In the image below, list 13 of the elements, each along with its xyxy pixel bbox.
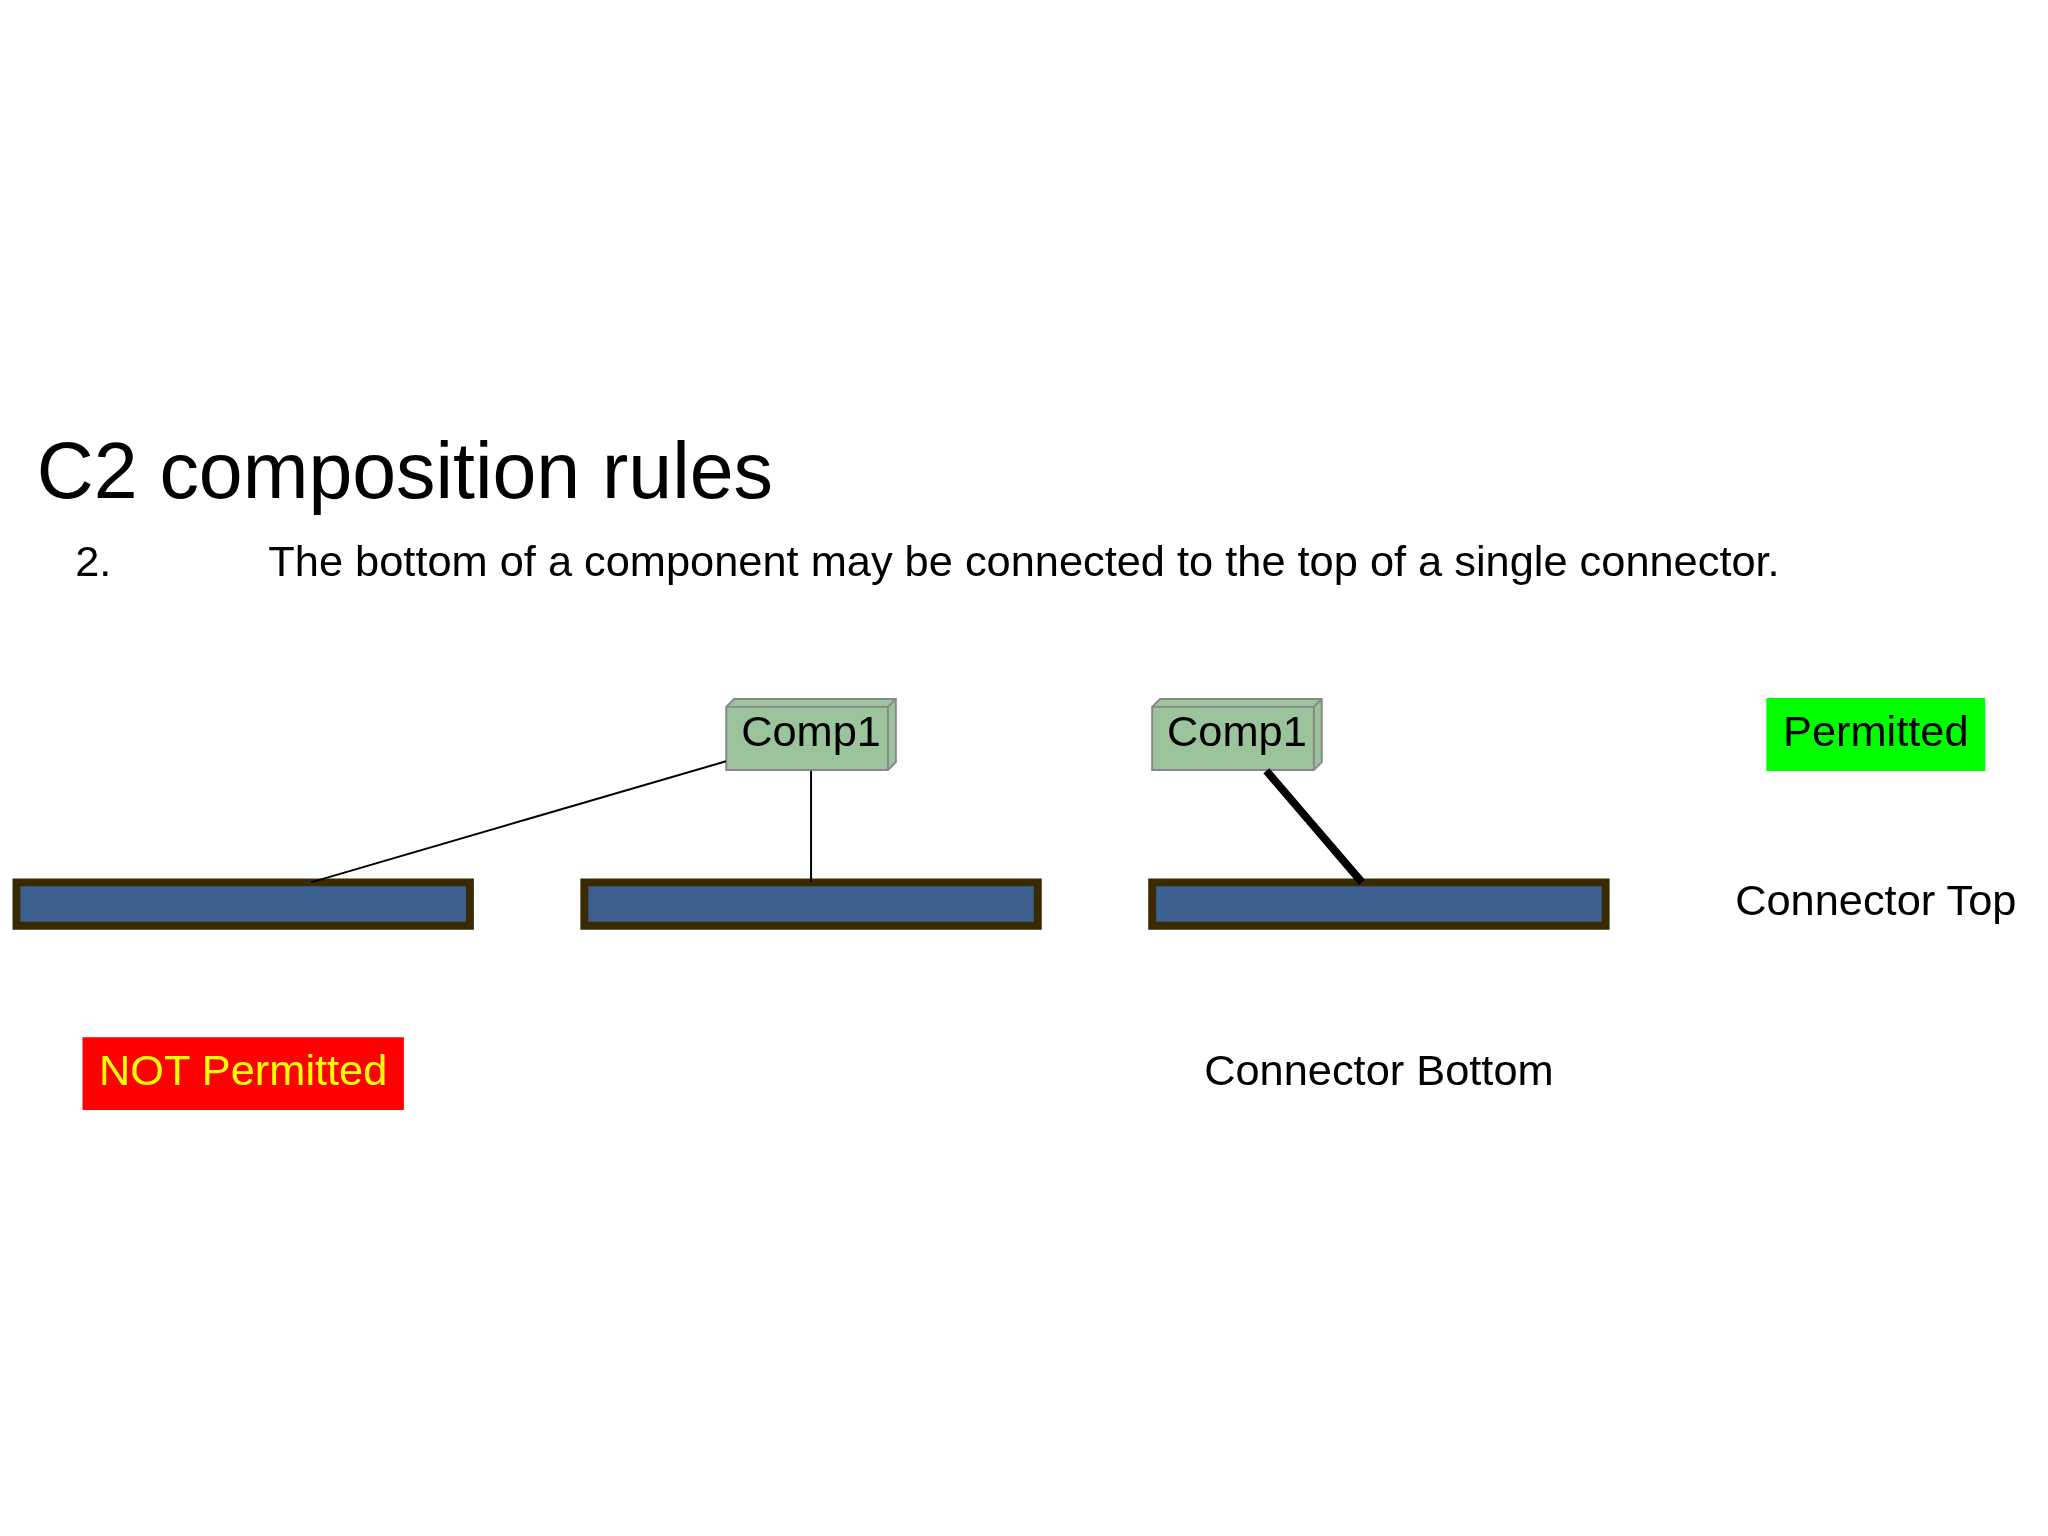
node-bar (12, 878, 474, 930)
label: 2. (75, 536, 112, 585)
node-bar (580, 878, 1042, 930)
node-box: NOT Permitted (82, 1037, 404, 1111)
connector (1263, 768, 1365, 885)
node-box: Permitted (1766, 698, 1986, 771)
label: Connector Top (1735, 876, 2017, 925)
connector (810, 769, 813, 884)
label: The bottom of a component may be connected to the top of a single connector. (268, 536, 1780, 585)
node-bar (1148, 878, 1610, 930)
label: Connector Bottom (1204, 1045, 1554, 1094)
connector (309, 760, 727, 884)
diagram-title: C2 composition rules (36, 426, 774, 515)
